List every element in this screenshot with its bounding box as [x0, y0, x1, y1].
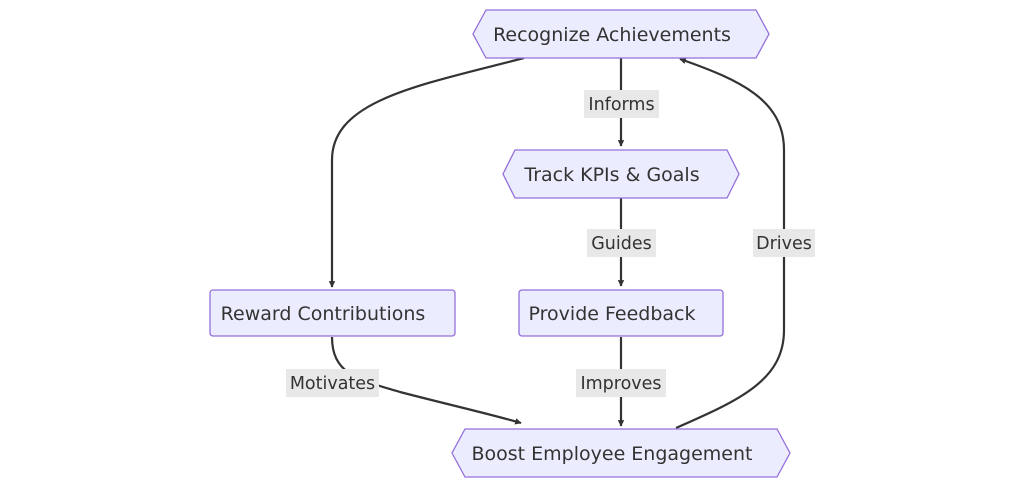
- node-recognize-achievements: Recognize Achievements: [472, 9, 770, 59]
- edge-label-improves-text: Improves: [580, 374, 661, 394]
- node-recognize-achievements-label: Recognize Achievements: [493, 24, 731, 46]
- node-track-kpis-goals-label: Track KPIs & Goals: [523, 164, 699, 186]
- edge-label-motivates-text: Motivates: [290, 374, 375, 394]
- edge-label-motivates: Motivates: [286, 369, 379, 397]
- edge-recognize-to-reward: [328, 56, 525, 288]
- node-boost-employee-engagement-label: Boost Employee Engagement: [471, 443, 752, 465]
- node-reward-contributions-label: Reward Contributions: [221, 303, 426, 325]
- edge-label-informs: Informs: [584, 90, 659, 118]
- node-provide-feedback: Provide Feedback: [518, 289, 724, 337]
- edge-label-informs-text: Informs: [588, 95, 654, 115]
- edge-label-guides: Guides: [587, 229, 656, 257]
- node-track-kpis-goals: Track KPIs & Goals: [502, 149, 740, 199]
- edge-reward-to-boost: [330, 336, 522, 425]
- node-boost-employee-engagement: Boost Employee Engagement: [451, 428, 791, 478]
- node-provide-feedback-label: Provide Feedback: [529, 303, 696, 325]
- edge-label-guides-text: Guides: [591, 234, 652, 254]
- edge-label-improves: Improves: [576, 369, 666, 397]
- edge-label-drives-text: Drives: [756, 234, 812, 254]
- edge-label-drives: Drives: [753, 229, 815, 257]
- node-reward-contributions: Reward Contributions: [209, 289, 456, 337]
